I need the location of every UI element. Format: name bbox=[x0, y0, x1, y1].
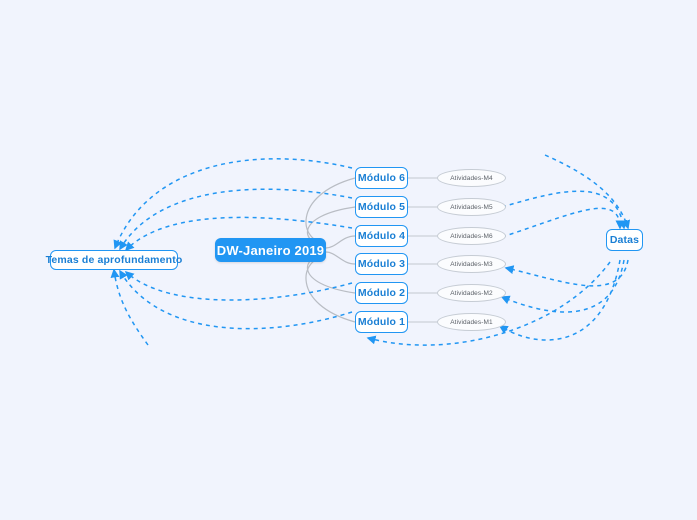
node-label: Atividades-M5 bbox=[450, 203, 493, 211]
node-modulo-6[interactable]: Módulo 6 bbox=[355, 167, 408, 189]
node-label: Módulo 2 bbox=[357, 287, 406, 299]
node-label: Módulo 5 bbox=[357, 201, 406, 213]
node-label: Módulo 4 bbox=[357, 230, 406, 242]
node-atividades-m2[interactable]: Atividades-M2 bbox=[437, 284, 506, 302]
module-activity-edges bbox=[408, 177, 437, 323]
node-modulo-5[interactable]: Módulo 5 bbox=[355, 196, 408, 218]
node-atividades-m6[interactable]: Atividades-M6 bbox=[437, 227, 506, 245]
node-atividades-m4[interactable]: Atividades-M4 bbox=[437, 169, 506, 187]
node-datas[interactable]: Datas bbox=[606, 229, 643, 251]
node-label: Atividades-M4 bbox=[450, 174, 493, 182]
node-label: Atividades-M3 bbox=[450, 260, 493, 268]
node-label: Módulo 1 bbox=[357, 316, 406, 328]
node-atividades-m3[interactable]: Atividades-M3 bbox=[437, 255, 506, 273]
node-atividades-m1[interactable]: Atividades-M1 bbox=[437, 313, 506, 331]
node-modulo-3[interactable]: Módulo 3 bbox=[355, 253, 408, 275]
node-label: Datas bbox=[609, 234, 640, 246]
node-label: Atividades-M6 bbox=[450, 232, 493, 240]
node-modulo-2[interactable]: Módulo 2 bbox=[355, 282, 408, 304]
node-root-dw-janeiro-2019[interactable]: DW-Janeiro 2019 bbox=[215, 238, 326, 262]
temas-inbound-edges bbox=[113, 158, 353, 252]
node-label: Temas de aprofundamento bbox=[45, 254, 183, 266]
datas-outbound-edges bbox=[366, 259, 629, 346]
node-label: Atividades-M1 bbox=[450, 318, 493, 326]
node-label: Módulo 3 bbox=[357, 258, 406, 270]
node-label: Atividades-M2 bbox=[450, 289, 493, 297]
node-label: DW-Janeiro 2019 bbox=[216, 242, 325, 258]
node-modulo-4[interactable]: Módulo 4 bbox=[355, 225, 408, 247]
datas-inbound-edges bbox=[501, 154, 631, 238]
temas-inbound-edges-lower bbox=[110, 268, 353, 346]
node-label: Módulo 6 bbox=[357, 172, 406, 184]
node-modulo-1[interactable]: Módulo 1 bbox=[355, 311, 408, 333]
node-temas-de-aprofundamento[interactable]: Temas de aprofundamento bbox=[46, 250, 182, 270]
node-atividades-m5[interactable]: Atividades-M5 bbox=[437, 198, 506, 216]
